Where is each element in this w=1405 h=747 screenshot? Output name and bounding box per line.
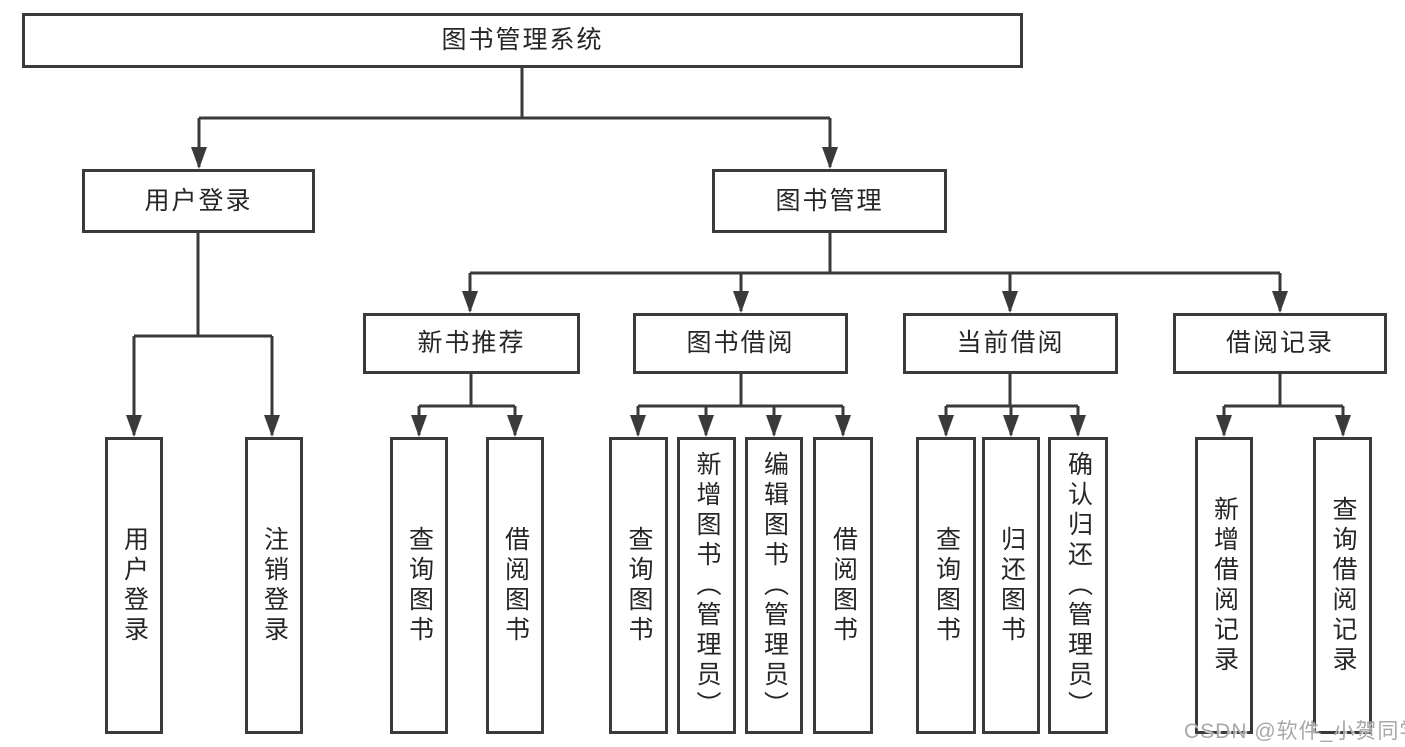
leaf-current-confirm-return-admin: 确认归还（管理员） (1048, 437, 1108, 734)
node-borrow-record: 借阅记录 (1173, 313, 1387, 374)
leaf-newbook-borrow-books-label: 借阅图书 (501, 525, 530, 646)
node-root: 图书管理系统 (22, 13, 1023, 68)
arrow-icon (698, 415, 714, 437)
connector-userlogin-to-leaves (132, 233, 274, 435)
arrow-icon (126, 415, 142, 437)
connector-newbook-to-leaves (417, 374, 517, 435)
arrow-icon (507, 415, 523, 437)
arrow-icon (1216, 415, 1232, 437)
leaf-user-login: 用户登录 (105, 437, 163, 734)
leaf-current-query-books-label: 查询图书 (932, 525, 961, 646)
node-root-label: 图书管理系统 (441, 26, 604, 54)
leaf-borrow-edit-books-admin-label: 编辑图书（管理员） (760, 450, 789, 721)
node-book-management: 图书管理 (712, 169, 947, 233)
leaf-newbook-query-books-label: 查询图书 (405, 525, 434, 646)
arrow-icon (630, 415, 646, 437)
arrow-icon (1272, 291, 1288, 313)
leaf-record-query-record: 查询借阅记录 (1313, 437, 1372, 734)
connector-bookmgmt-to-level3 (468, 233, 1282, 311)
node-book-management-label: 图书管理 (775, 186, 884, 215)
leaf-record-query-record-label: 查询借阅记录 (1329, 495, 1357, 676)
arrow-icon (411, 415, 427, 437)
arrow-icon (835, 415, 851, 437)
node-current-borrow: 当前借阅 (903, 313, 1118, 374)
node-user-login: 用户登录 (82, 169, 315, 233)
node-current-borrow-label: 当前借阅 (956, 329, 1065, 357)
arrow-icon (1002, 291, 1018, 313)
leaf-borrow-query-books: 查询图书 (609, 437, 668, 734)
leaf-current-return-books-label: 归还图书 (997, 525, 1026, 646)
arrow-icon (1335, 415, 1351, 437)
leaf-current-confirm-return-admin-label: 确认归还（管理员） (1064, 450, 1093, 721)
arrow-icon (462, 291, 478, 313)
node-borrow-record-label: 借阅记录 (1225, 329, 1334, 357)
node-new-book-recommend: 新书推荐 (363, 313, 580, 374)
arrow-icon (1070, 415, 1086, 437)
node-new-book-recommend-label: 新书推荐 (417, 329, 526, 357)
arrow-icon (822, 147, 838, 169)
arrow-icon (191, 147, 207, 169)
arrow-icon (1003, 415, 1019, 437)
arrow-icon (938, 415, 954, 437)
leaf-logout: 注销登录 (245, 437, 303, 734)
node-book-borrow-label: 图书借阅 (686, 329, 795, 357)
node-book-borrow: 图书借阅 (633, 313, 848, 374)
leaf-logout-label: 注销登录 (260, 525, 289, 646)
leaf-newbook-borrow-books: 借阅图书 (486, 437, 544, 734)
leaf-user-login-label: 用户登录 (120, 525, 149, 646)
leaf-record-add-record: 新增借阅记录 (1195, 437, 1253, 734)
leaf-current-return-books: 归还图书 (982, 437, 1040, 734)
leaf-borrow-borrow-books-label: 借阅图书 (829, 525, 858, 646)
arrow-icon (264, 415, 280, 437)
watermark: CSDN @软件_小贺同学 (1184, 720, 1405, 743)
connector-borrow-to-leaves (636, 374, 845, 435)
connector-root-to-level2 (197, 68, 832, 167)
arrowheads (126, 147, 1351, 437)
leaf-borrow-query-books-label: 查询图书 (625, 525, 653, 646)
leaf-borrow-add-books-admin: 新增图书（管理员） (677, 437, 736, 734)
leaf-current-query-books: 查询图书 (916, 437, 976, 734)
arrow-icon (733, 291, 749, 313)
node-user-login-label: 用户登录 (144, 186, 253, 215)
leaf-record-add-record-label: 新增借阅记录 (1210, 495, 1239, 676)
leaf-newbook-query-books: 查询图书 (390, 437, 448, 734)
connector-record-to-leaves (1222, 374, 1345, 435)
leaf-borrow-edit-books-admin: 编辑图书（管理员） (745, 437, 803, 734)
leaf-borrow-borrow-books: 借阅图书 (813, 437, 873, 734)
leaf-borrow-add-books-admin-label: 新增图书（管理员） (693, 450, 721, 721)
arrow-icon (766, 415, 782, 437)
